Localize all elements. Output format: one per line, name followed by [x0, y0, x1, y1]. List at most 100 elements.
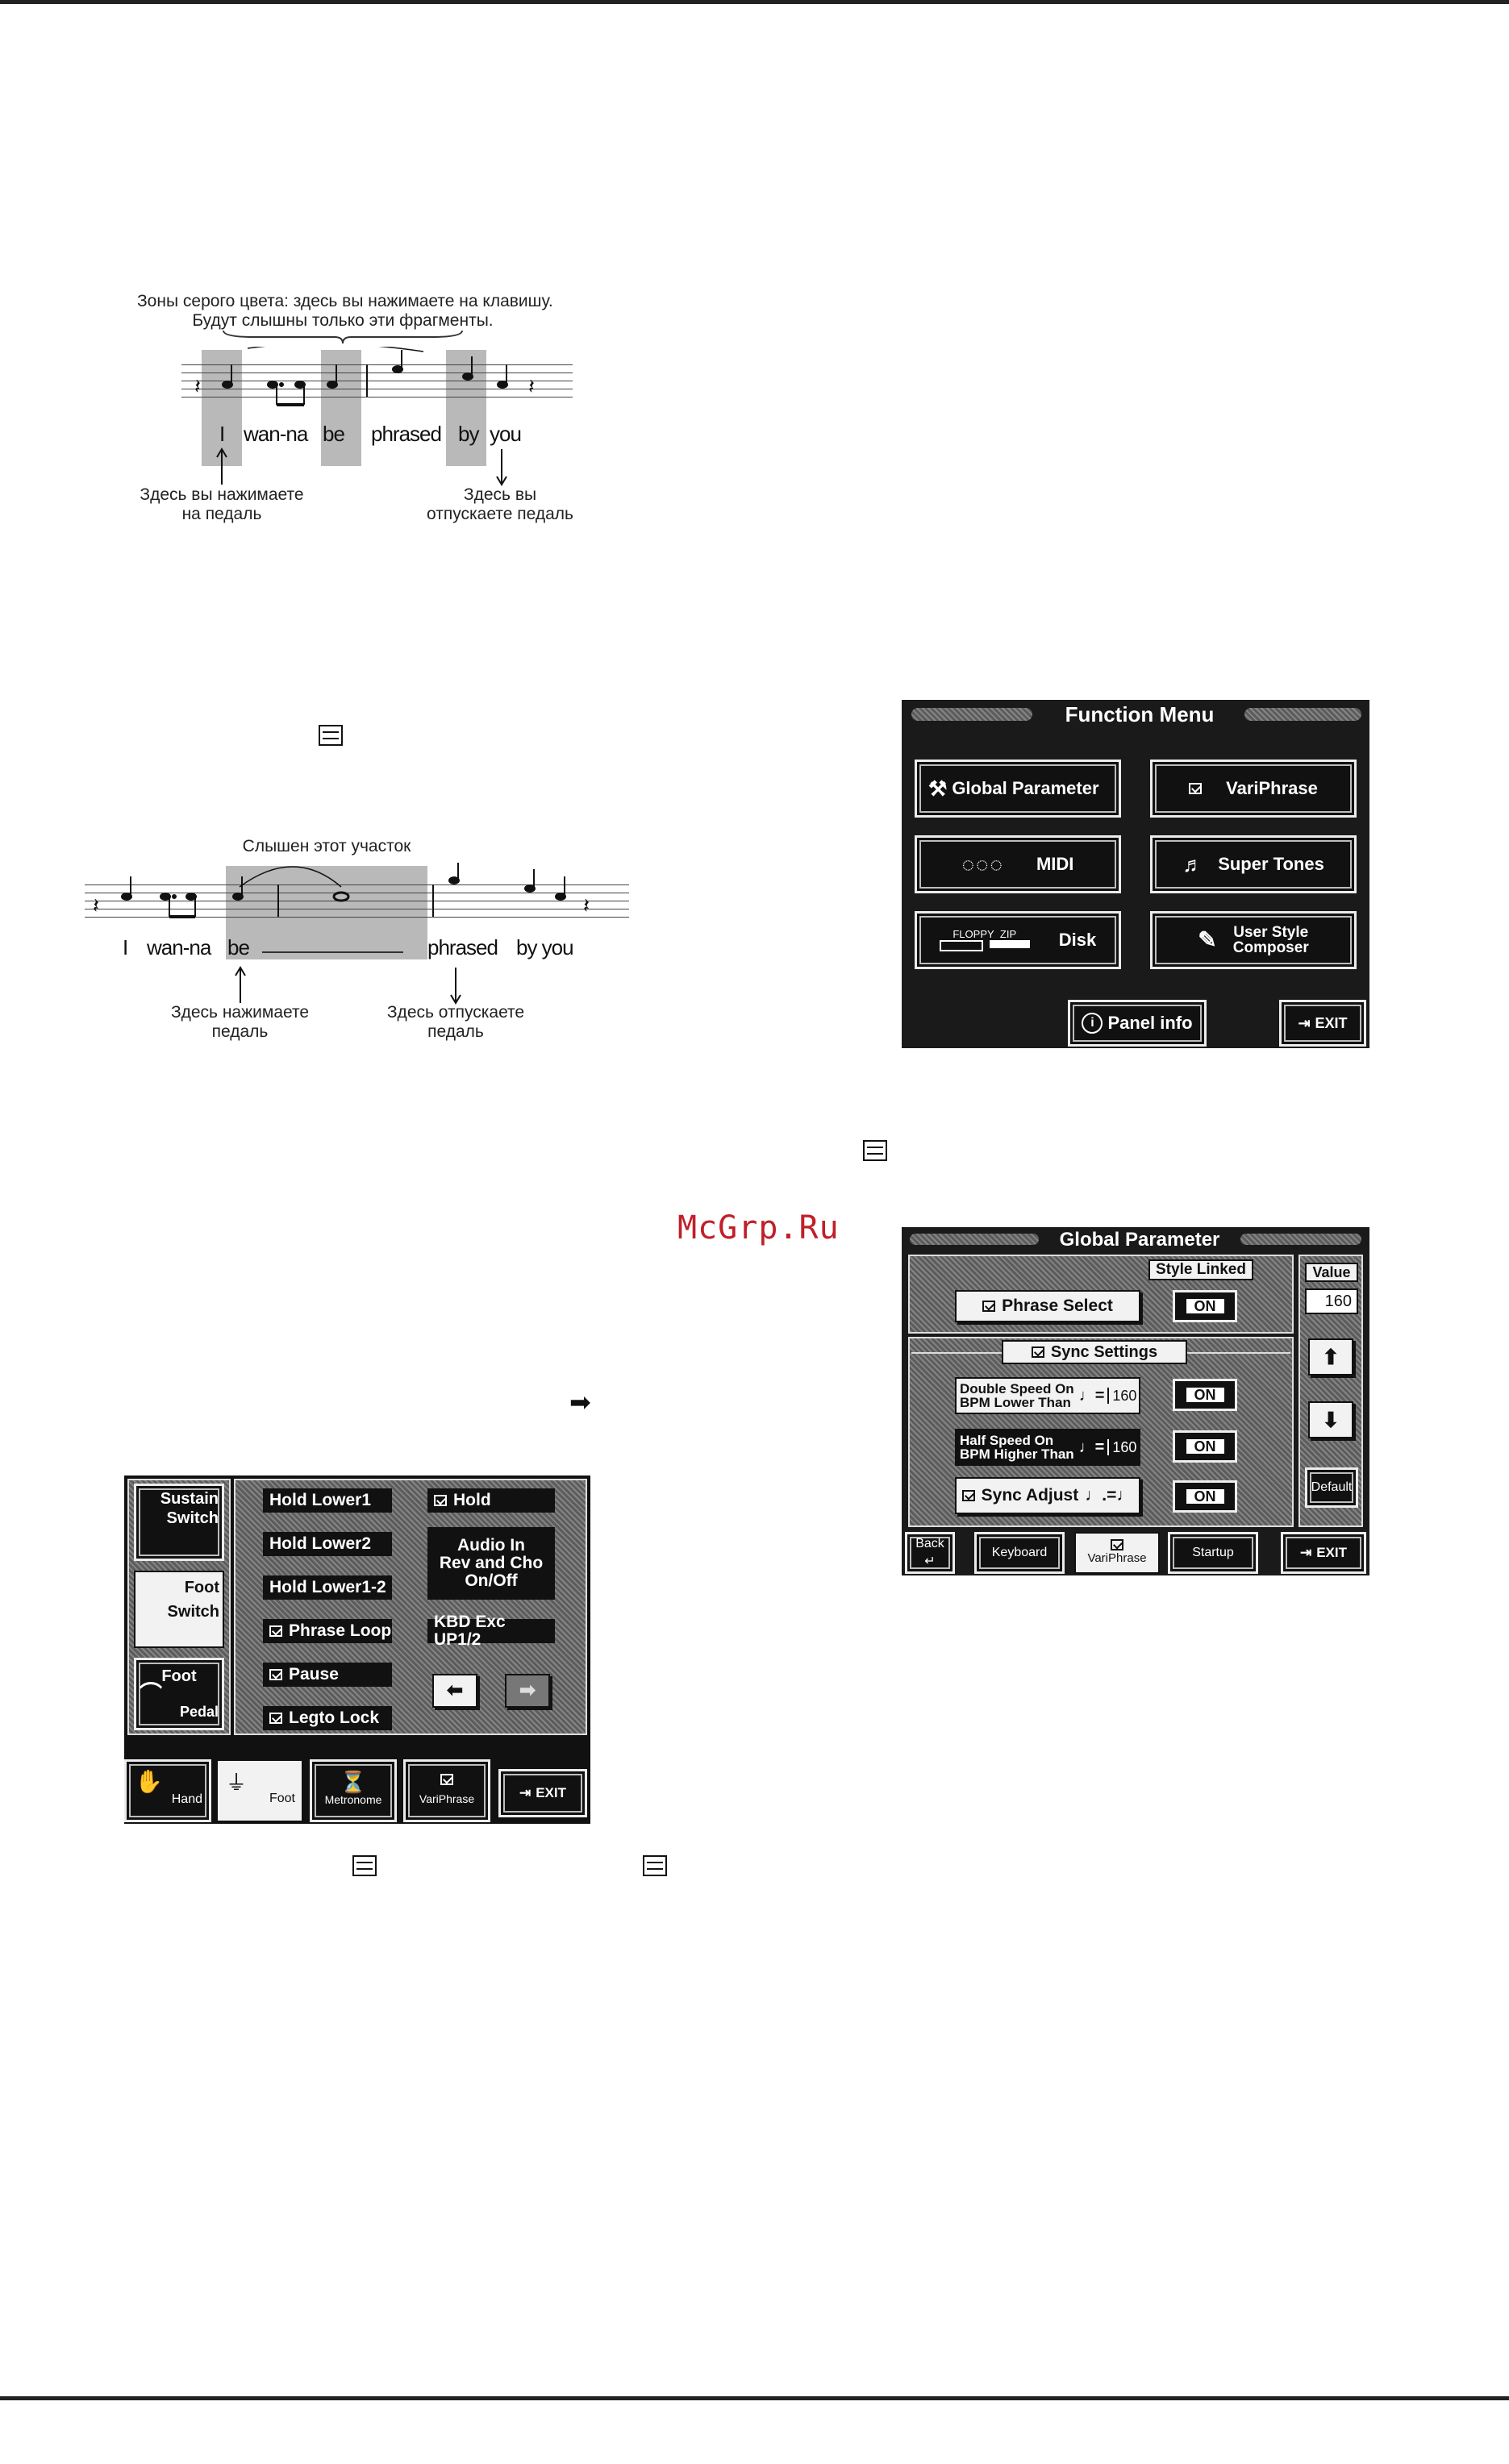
kbd-exc-option[interactable]: KBD Exc UP1/2	[427, 1613, 555, 1649]
global-parameter-title: Global Parameter	[1059, 1229, 1220, 1251]
svg-text:𝄽: 𝄽	[528, 375, 535, 399]
variphrase-icon	[961, 1490, 975, 1501]
lyric-2: wan-na	[244, 422, 308, 446]
variphrase-icon	[434, 1495, 447, 1506]
phrase-select-on-toggle[interactable]: ON	[1173, 1290, 1237, 1322]
grey-zone-2	[321, 350, 361, 466]
variphrase-icon	[269, 1713, 282, 1724]
variphrase-icon	[863, 1140, 887, 1161]
value-up-button[interactable]: ⬆	[1308, 1338, 1353, 1376]
variphrase-icon	[269, 1669, 282, 1680]
lyric-4: phrased	[371, 422, 442, 446]
lyric2-3: be	[227, 935, 250, 959]
page-left-button[interactable]: ⬅	[432, 1674, 477, 1708]
global-parameter-button[interactable]: ⚒ Global Parameter	[915, 760, 1121, 818]
floppy-zip-icon: FLOPPY ZIP	[939, 929, 1030, 951]
info-icon: i	[1082, 1013, 1103, 1034]
lyric2-2: wan-na	[147, 935, 211, 959]
title-bar-left	[910, 1234, 1039, 1245]
sync-adjust-on-toggle[interactable]: ON	[1173, 1480, 1237, 1513]
value-display: 160	[1305, 1288, 1358, 1314]
variphrase-icon	[319, 725, 343, 746]
lyric2-1: I	[123, 935, 128, 959]
value-down-button[interactable]: ⬇	[1308, 1401, 1353, 1438]
svg-text:𝄽: 𝄽	[93, 894, 99, 918]
user-style-composer-button[interactable]: ✎ User Style Composer	[1150, 911, 1357, 969]
sync-settings-label: Sync Settings	[1002, 1340, 1187, 1364]
variphrase-icon	[269, 1625, 282, 1637]
startup-tab[interactable]: Startup	[1168, 1532, 1258, 1574]
variphrase-icon	[440, 1774, 453, 1785]
page-right-button[interactable]: ➡	[505, 1674, 550, 1708]
arrow-right-icon: ➡	[519, 1679, 536, 1701]
press-label-1: Здесь вы нажимаете на педаль	[140, 485, 304, 523]
double-speed-label: Double Speed On BPM Lower Than ♩= 160	[955, 1377, 1140, 1414]
half-speed-label: Half Speed On BPM Higher Than ♩= 160	[955, 1429, 1140, 1466]
lyric2-5: by you	[516, 935, 574, 959]
brace-icon	[223, 330, 463, 344]
arrow-up-icon	[235, 966, 246, 1003]
lyric-5: by	[458, 422, 479, 446]
pause-option[interactable]: Pause	[263, 1663, 392, 1687]
notes-1: 𝄽 𝄽	[194, 347, 535, 406]
foot-switch-button[interactable]: Foot Switch	[134, 1571, 224, 1648]
disk-button[interactable]: FLOPPY ZIP Disk	[915, 911, 1121, 969]
audio-in-option[interactable]: Audio In Rev and Cho On/Off	[427, 1527, 555, 1600]
exit-button[interactable]: ⇥ EXIT	[1279, 1000, 1366, 1047]
half-speed-on-toggle[interactable]: ON	[1173, 1430, 1237, 1463]
hand-tab[interactable]: ✋ Hand	[124, 1759, 211, 1822]
figure2-caption: Слышен этот участок	[242, 837, 411, 855]
legato-lock-option[interactable]: Legto Lock	[263, 1706, 392, 1730]
exit-button[interactable]: ⇥EXIT	[1281, 1532, 1366, 1574]
phrase-loop-option[interactable]: Phrase Loop	[263, 1619, 392, 1643]
release-label-2: Здесь отпускаете педаль	[386, 1003, 525, 1041]
hold-option[interactable]: Hold	[427, 1488, 555, 1513]
phrase-select-button[interactable]: Phrase Select	[955, 1290, 1140, 1322]
arrow-up-icon	[216, 447, 227, 485]
quarter-note-icon: ♩=	[1078, 1387, 1105, 1405]
arrow-down-icon	[450, 968, 461, 1005]
foot-pedal-button[interactable]: Foot ⌒ Pedal	[134, 1658, 224, 1730]
variphrase-tab[interactable]: VariPhrase	[1074, 1532, 1160, 1574]
grey-zone-4	[226, 866, 427, 959]
back-arrow-icon: ↵	[924, 1555, 936, 1568]
super-tones-button[interactable]: ♬ Super Tones	[1150, 835, 1357, 893]
double-speed-on-toggle[interactable]: ON	[1173, 1379, 1237, 1411]
hold-lower2-option[interactable]: Hold Lower2	[263, 1532, 392, 1556]
style-linked-label: Style Linked	[1148, 1259, 1253, 1280]
keyboard-tab[interactable]: Keyboard	[974, 1532, 1065, 1574]
back-button[interactable]: Back↵	[905, 1532, 955, 1574]
sync-adjust-button[interactable]: Sync Adjust ♩.=♩	[955, 1477, 1140, 1514]
variphrase-icon	[1189, 783, 1203, 794]
figure1-caption-line1: Зоны серого цвета: здесь вы нажимаете на…	[137, 292, 553, 310]
hold-lower12-option[interactable]: Hold Lower1-2	[263, 1575, 392, 1600]
foot-switch-icon: ⏚	[226, 1771, 248, 1795]
default-button[interactable]: Default	[1305, 1467, 1358, 1508]
arrow-down-icon	[496, 449, 507, 486]
foot-pedal-screen: Sustain Switch Foot Switch Foot ⌒ Pedal …	[124, 1475, 590, 1824]
title-bar-left	[911, 708, 1032, 721]
lyric-1: I	[219, 422, 225, 446]
midi-button[interactable]: ◌◌◌ MIDI	[915, 835, 1121, 893]
variphrase-tab[interactable]: VariPhrase	[403, 1759, 490, 1822]
exit-button[interactable]: ⇥EXIT	[498, 1769, 587, 1817]
title-bar-right	[1244, 708, 1361, 721]
panel-info-button[interactable]: i Panel info	[1068, 1000, 1207, 1047]
variphrase-icon	[643, 1855, 667, 1876]
note-equals-icon: ♩.=♩	[1085, 1486, 1134, 1505]
composer-icon: ✎	[1198, 927, 1217, 952]
figure1-caption-line2: Будут слышны только эти фрагменты.	[192, 311, 494, 330]
foot-tab[interactable]: ⏚ Foot	[216, 1759, 303, 1822]
exit-icon: ⇥	[519, 1785, 531, 1800]
hold-lower1-option[interactable]: Hold Lower1	[263, 1488, 392, 1513]
variphrase-icon	[1111, 1539, 1123, 1550]
svg-text:𝄽: 𝄽	[583, 894, 590, 918]
press-label-2: Здесь нажимаете педаль	[170, 1003, 310, 1041]
variphrase-button[interactable]: VariPhrase	[1150, 760, 1357, 818]
sustain-line	[262, 951, 403, 953]
half-speed-value: 160	[1107, 1439, 1136, 1455]
sustain-switch-button[interactable]: Sustain Switch	[134, 1484, 224, 1561]
variphrase-icon	[1031, 1346, 1044, 1358]
metronome-tab[interactable]: ⏳ Metronome	[310, 1759, 397, 1822]
lyric2-4: phrased	[427, 935, 498, 959]
